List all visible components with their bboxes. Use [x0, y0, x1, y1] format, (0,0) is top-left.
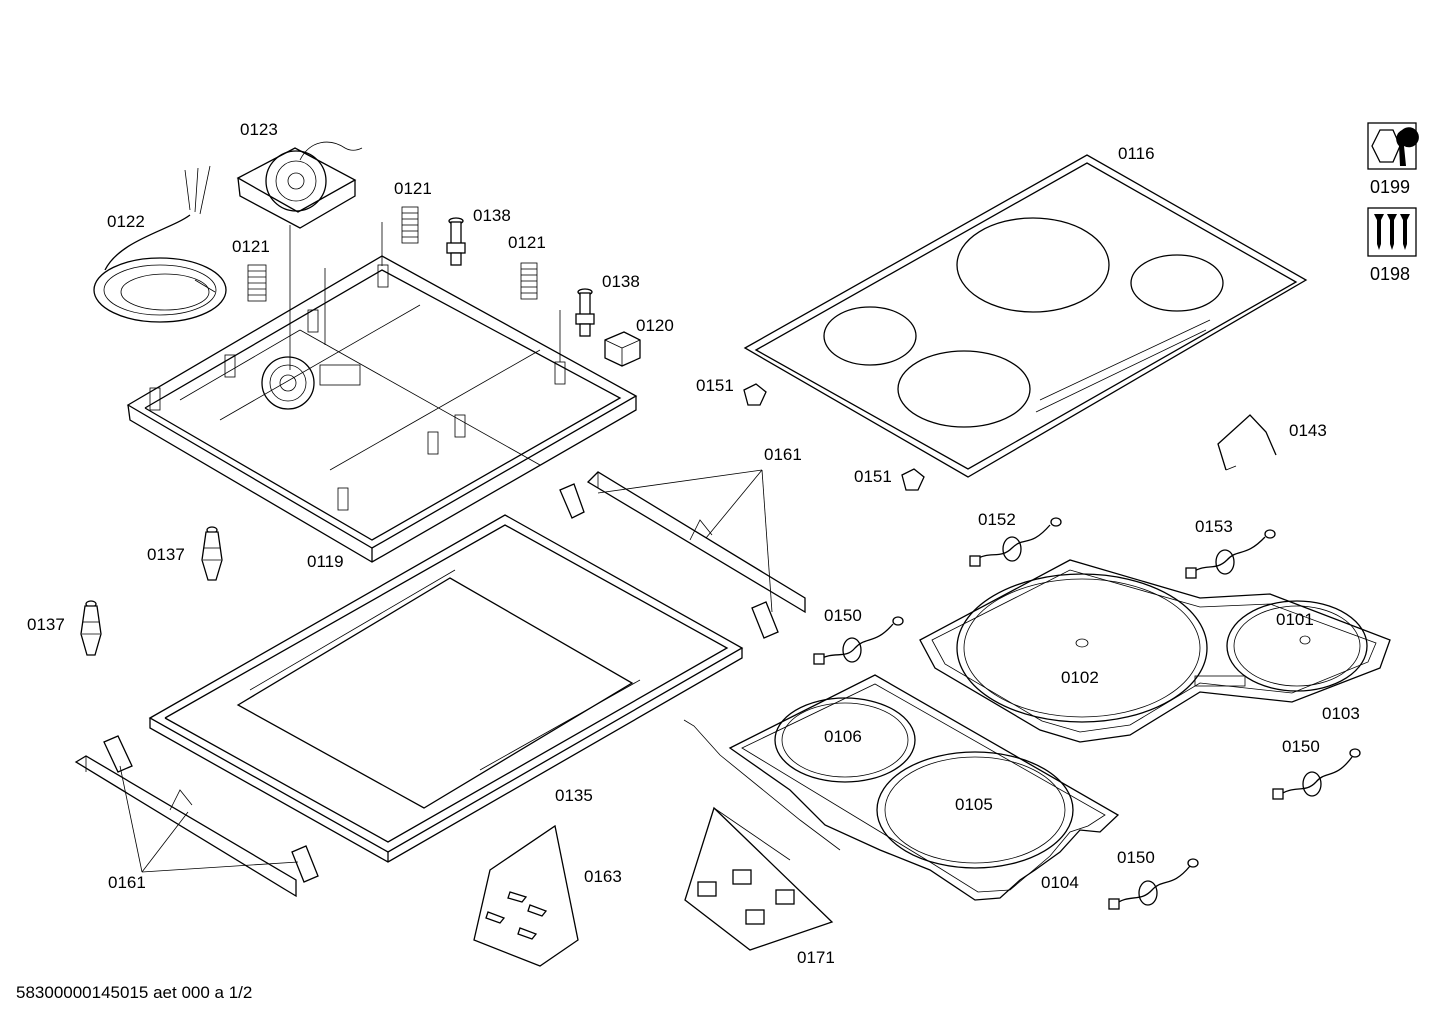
icon-label-0198: 0198: [1370, 264, 1411, 284]
part-label-0171: 0171: [797, 948, 835, 967]
clip-0120: [604, 331, 641, 367]
part-label-0135: 0135: [555, 786, 593, 805]
pin-0138-a: [446, 217, 466, 266]
coil-carrier-0103: [919, 559, 1391, 743]
screw-bag-0163: [473, 824, 579, 967]
part-label-0143: 0143: [1289, 421, 1327, 440]
part-label-0152: 0152: [978, 510, 1016, 529]
sensor-0153: [1185, 529, 1276, 579]
pin-0137-a: [201, 526, 223, 581]
spring-0121-left: [247, 264, 267, 302]
connector-bag-0171: [684, 806, 834, 951]
icon-label-0199: 0199: [1370, 177, 1411, 197]
part-label-0116: 0116: [1118, 144, 1155, 163]
part-label-0106: 0106: [824, 727, 862, 746]
part-label-0150: 0150: [824, 606, 862, 625]
part-label-0151: 0151: [854, 467, 892, 486]
fan-assembly: [236, 141, 363, 229]
part-label-0138: 0138: [473, 206, 511, 225]
part-label-0123: 0123: [240, 120, 278, 139]
part-label-0119: 0119: [307, 552, 344, 571]
sensor-0150-a: [813, 616, 904, 665]
part-label-0150: 0150: [1282, 737, 1320, 756]
glass-cooktop-0116: [743, 154, 1308, 478]
part-label-0137: 0137: [147, 545, 185, 564]
part-label-0137: 0137: [27, 615, 65, 634]
sensor-0152: [969, 517, 1062, 567]
part-label-0101: 0101: [1276, 610, 1314, 629]
part-label-0150: 0150: [1117, 848, 1155, 867]
part-label-0104: 0104: [1041, 873, 1079, 892]
sensor-0150-b: [1272, 748, 1361, 800]
coil-0101: [1226, 600, 1368, 692]
housing-tray: [126, 222, 638, 563]
power-cable: [93, 165, 227, 323]
part-label-0103: 0103: [1322, 704, 1360, 723]
spring-0121-center: [401, 206, 419, 244]
service-tool-icon: [1367, 122, 1419, 170]
part-label-0122: 0122: [107, 212, 145, 231]
lead-wires: [683, 719, 841, 851]
part-label-0161: 0161: [764, 445, 802, 464]
pin-0137-b: [80, 600, 102, 656]
part-label-0153: 0153: [1195, 517, 1233, 536]
spring-0121-right: [520, 262, 538, 300]
part-label-0102: 0102: [1061, 668, 1099, 687]
part-label-0121: 0121: [508, 233, 546, 252]
part-label-0138: 0138: [602, 272, 640, 291]
leader-lines: [119, 469, 773, 873]
coil-0105: [876, 751, 1074, 869]
clip-0151-a: [743, 383, 767, 406]
coil-0106: [774, 697, 916, 783]
bracket-0161-right: [559, 471, 806, 639]
part-label-0121: 0121: [232, 237, 270, 256]
drawing-code: 58300000145015 aet 000 a 1/2: [16, 983, 253, 1002]
part-label-0120: 0120: [636, 316, 674, 335]
part-label-0121: 0121: [394, 179, 432, 198]
coil-0102: [956, 573, 1208, 723]
part-label-0161: 0161: [108, 873, 146, 892]
coil-carrier-0104: [728, 674, 1120, 901]
frame-0135: [148, 514, 744, 863]
wire-spring-0143: [1217, 414, 1277, 471]
part-label-0151: 0151: [696, 376, 734, 395]
part-label-0163: 0163: [584, 867, 622, 886]
screws-icon: [1367, 207, 1417, 257]
bracket-0161-left: [74, 735, 319, 898]
pin-0138-b: [575, 288, 595, 337]
sensor-0150-c: [1108, 858, 1199, 910]
part-label-0105: 0105: [955, 795, 993, 814]
clip-0151-b: [901, 468, 925, 491]
